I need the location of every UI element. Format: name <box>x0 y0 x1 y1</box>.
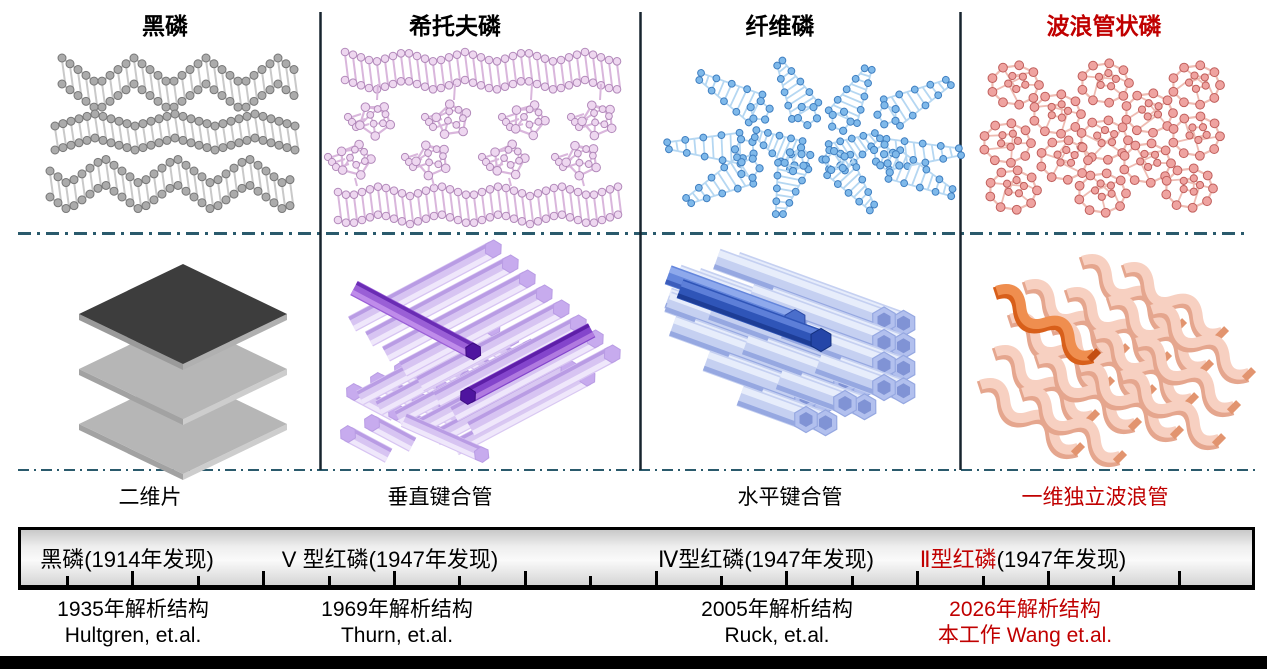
timeline-tick <box>196 576 200 585</box>
model-horizontal-bonded-tubes <box>664 248 916 437</box>
timeline-tick <box>916 571 920 585</box>
timeline-tick <box>785 571 789 585</box>
timeline-tick <box>720 576 723 585</box>
timeline-tick <box>981 576 985 585</box>
timeline-tick <box>589 576 593 585</box>
discovery-year: 1935年解析结构 <box>57 598 209 621</box>
molecule-wavy-ring-clusters <box>979 58 1225 218</box>
timeline-tick <box>1112 576 1116 585</box>
model-wavy-tubes <box>976 254 1257 468</box>
discovery-authors: Thurn, et.al. <box>340 624 454 647</box>
column-header-black-phosphorus: 黑磷 <box>142 13 188 39</box>
discovery-year: 2005年解析结构 <box>701 598 853 621</box>
timeline-tick <box>393 571 396 585</box>
bottom-black-bar <box>0 656 1267 669</box>
timeline-tick <box>1047 571 1050 585</box>
discovery-year: 1969年解析结构 <box>321 598 473 621</box>
discovery-authors: 本工作 Wang et.al. <box>937 624 1113 647</box>
timeline-tick <box>654 571 658 585</box>
discovery-type-iv: 2005年解析结构 Ruck, et.al. <box>701 597 853 649</box>
column-header-fibrous-phosphorus: 纤维磷 <box>745 13 815 39</box>
discovery-black-phosphorus: 1935年解析结构 Hultgren, et.al. <box>57 597 209 649</box>
timeline-tick <box>850 576 854 585</box>
timeline-label-type-v-red-phosphorus: V 型红磷(1947年发现) <box>281 547 499 572</box>
timeline-bar: 黑磷(1914年发现) V 型红磷(1947年发现) Ⅳ型红磷(1947年发现)… <box>18 527 1255 590</box>
column-header-wavy-tubular-phosphorus: 波浪管状磷 <box>1046 13 1162 39</box>
timeline-tick <box>327 576 331 585</box>
column-header-hittorf-phosphorus: 希托夫磷 <box>409 13 501 39</box>
timeline-tick <box>131 571 135 585</box>
discovery-year: 2026年解析结构 <box>949 598 1101 621</box>
model-2d-sheets <box>79 264 287 480</box>
molecule-fibrous-tube-wedges <box>663 56 966 218</box>
molecule-hittorf-pentagon-tubes <box>323 47 623 229</box>
timeline-tick <box>458 576 462 585</box>
discovery-type-v: 1969年解析结构 Thurn, et.al. <box>321 597 473 649</box>
timeline-tick <box>66 576 69 585</box>
molecule-black-phosphorus-layers <box>45 53 300 214</box>
discovery-authors: Ruck, et.al. <box>724 624 830 647</box>
model-vertical-bonded-tubes <box>340 239 621 463</box>
discovery-authors: Hultgren, et.al. <box>64 624 202 647</box>
timeline-tick <box>262 571 266 585</box>
row-label-1d-wavy-tubes: 一维独立波浪管 <box>1021 486 1169 509</box>
timeline-label-type-iv-red-phosphorus: Ⅳ型红磷(1947年发现) <box>658 547 874 572</box>
row-label-vertical-bonded-tubes: 垂直键合管 <box>387 486 493 509</box>
timeline-label-type-ii-red-phosphorus: Ⅱ型红磷(1947年发现) <box>919 547 1127 572</box>
timeline-tick <box>1177 571 1181 585</box>
divider-lines <box>18 12 1256 471</box>
row-label-2d-sheet: 二维片 <box>118 486 182 509</box>
discovery-type-ii-this-work: 2026年解析结构 本工作 Wang et.al. <box>938 597 1112 649</box>
timeline-tick <box>523 571 527 585</box>
timeline-label-black-phosphorus: 黑磷(1914年发现) <box>40 547 214 572</box>
row-label-horizontal-bonded-tubes: 水平键合管 <box>737 486 843 509</box>
